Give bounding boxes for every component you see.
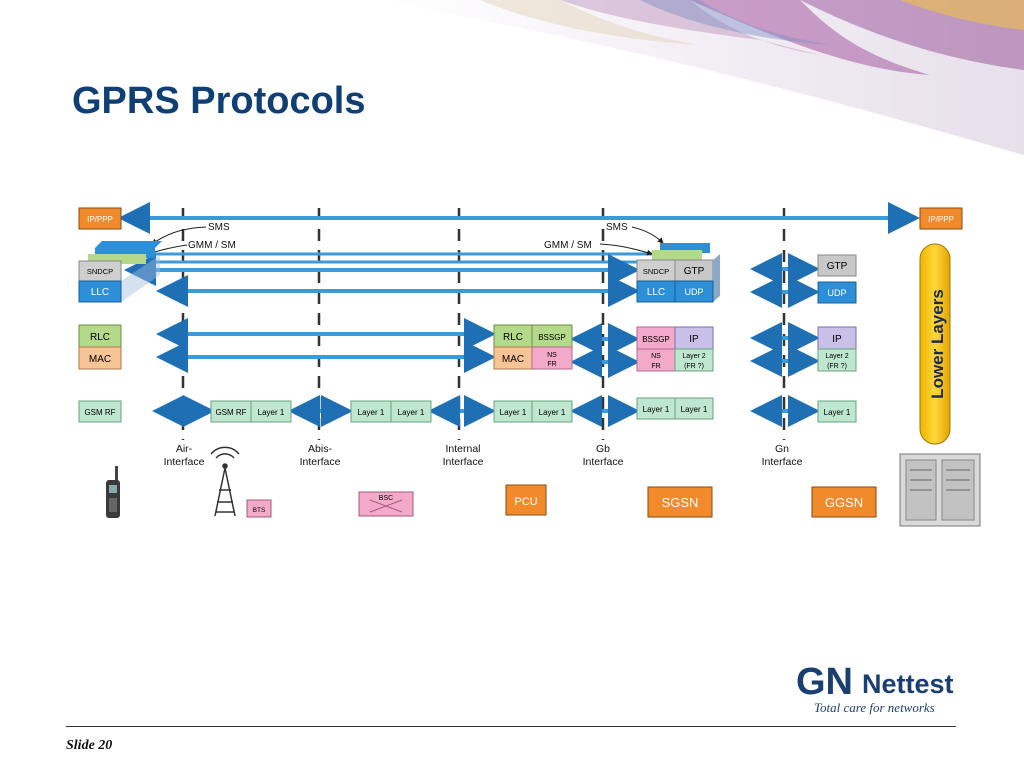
ip-ppp-right-label: IP/PPP xyxy=(928,215,954,224)
ip-ppp-right: IP/PPP xyxy=(919,207,963,230)
gmm-left-label: GMM / SM xyxy=(188,240,236,251)
logo-mark: GN xyxy=(796,661,853,703)
ggsn-layer1: Layer 1 xyxy=(824,408,851,417)
logo-brand: Nettest xyxy=(862,669,954,699)
sgsn-layer1a: Layer 1 xyxy=(643,405,670,414)
sgsn-bssgp: BSSGP xyxy=(642,335,670,344)
pcu-node-label: PCU xyxy=(514,496,537,508)
abis-interface-label-1: Abis- xyxy=(308,443,332,455)
lower-layers-bar: Lower Layers xyxy=(919,243,951,445)
footer-divider xyxy=(66,726,956,727)
bts-layer1: Layer 1 xyxy=(258,408,285,417)
ggsn-udp: UDP xyxy=(827,288,846,298)
air-interface-label-2: Interface xyxy=(164,456,205,468)
pcu-ns: NS xyxy=(547,352,557,359)
ggsn-ip: IP xyxy=(832,334,842,345)
sgsn-layer2: Layer 2 xyxy=(682,353,705,360)
pcu-fr: FR xyxy=(547,361,556,368)
sgsn-ip: IP xyxy=(689,334,699,345)
ggsn-layer2-sub: (FR ?) xyxy=(827,363,847,370)
bsc-node-label: BSC xyxy=(379,495,393,502)
abis-interface-label-2: Interface xyxy=(300,456,341,468)
pcu-layer1b: Layer 1 xyxy=(539,408,566,417)
bsc-protocol-stack: Layer 1 Layer 1 xyxy=(350,400,432,423)
slide-number: Slide 20 xyxy=(66,738,113,753)
sgsn-layer2-sub: (FR ?) xyxy=(684,363,704,370)
bsc-layer1a: Layer 1 xyxy=(358,408,385,417)
sms-right-label: SMS xyxy=(606,222,628,233)
sgsn-node-label: SGSN xyxy=(662,495,699,510)
ms-gsm-rf: GSM RF xyxy=(84,408,115,417)
mobile-phone-icon xyxy=(106,466,120,518)
sgsn-layer1b: Layer 1 xyxy=(681,405,708,414)
pcu-node: PCU xyxy=(505,484,547,516)
sgsn-fr: FR xyxy=(651,363,660,370)
ip-ppp-left-label: IP/PPP xyxy=(87,215,113,224)
ggsn-gtp: GTP xyxy=(827,261,848,272)
ms-protocol-stack: SNDCP LLC RLC MAC GSM RF xyxy=(78,241,162,423)
gn-interface-label-2: Interface xyxy=(762,456,803,468)
air-interface-label-1: Air- xyxy=(176,443,193,455)
server-rack-icon xyxy=(899,453,981,527)
sgsn-node: SGSN xyxy=(647,486,713,518)
internal-interface-label-2: Interface xyxy=(443,456,484,468)
ip-ppp-left: IP/PPP xyxy=(78,207,122,230)
sgsn-udp: UDP xyxy=(684,287,703,297)
ms-mac: MAC xyxy=(89,354,111,365)
gb-interface-label-1: Gb xyxy=(596,443,610,455)
page-title: GPRS Protocols xyxy=(72,80,366,122)
ggsn-node: GGSN xyxy=(811,486,877,518)
bts-tower-icon xyxy=(210,446,240,517)
gn-interface-label-1: Gn xyxy=(775,443,789,455)
pcu-protocol-stack: RLC BSSGP MAC NS FR Layer 1 Layer 1 xyxy=(493,324,573,423)
ms-rlc: RLC xyxy=(90,332,110,343)
ggsn-protocol-stack: GTP UDP IP Layer 2 (FR ?) Layer 1 xyxy=(817,254,857,423)
sgsn-llc: LLC xyxy=(647,287,665,298)
logo-tagline: Total care for networks xyxy=(814,700,935,715)
ms-llc: LLC xyxy=(91,287,109,298)
gb-interface-label-2: Interface xyxy=(583,456,624,468)
internal-interface-label-1: Internal xyxy=(445,443,480,455)
pcu-mac: MAC xyxy=(502,354,524,365)
lower-layers-label: Lower Layers xyxy=(928,289,947,399)
ms-sndcp: SNDCP xyxy=(87,267,113,276)
sgsn-protocol-stack: SNDCP GTP LLC UDP BSSGP IP NS FR Layer 2… xyxy=(636,243,720,420)
bts-gsm-rf: GSM RF xyxy=(215,408,246,417)
bts-node-label: BTS xyxy=(253,507,266,514)
sgsn-sndcp: SNDCP xyxy=(643,267,669,276)
bts-protocol-stack: GSM RF Layer 1 xyxy=(210,400,292,423)
sgsn-ns: NS xyxy=(651,353,661,360)
sms-left-label: SMS xyxy=(208,222,230,233)
bts-node: BTS xyxy=(246,499,272,518)
pcu-bssgp: BSSGP xyxy=(538,333,566,342)
ggsn-node-label: GGSN xyxy=(825,495,863,510)
sgsn-gtp: GTP xyxy=(684,266,705,277)
pcu-layer1a: Layer 1 xyxy=(500,408,527,417)
gmm-right-label: GMM / SM xyxy=(544,240,592,251)
bsc-layer1b: Layer 1 xyxy=(398,408,425,417)
pcu-rlc: RLC xyxy=(503,332,523,343)
bsc-node: BSC xyxy=(358,491,414,517)
peer-arrows xyxy=(118,202,920,427)
header-banner xyxy=(380,0,1024,155)
gn-nettest-logo-icon: GN xyxy=(796,661,853,703)
ggsn-layer2: Layer 2 xyxy=(825,353,848,360)
